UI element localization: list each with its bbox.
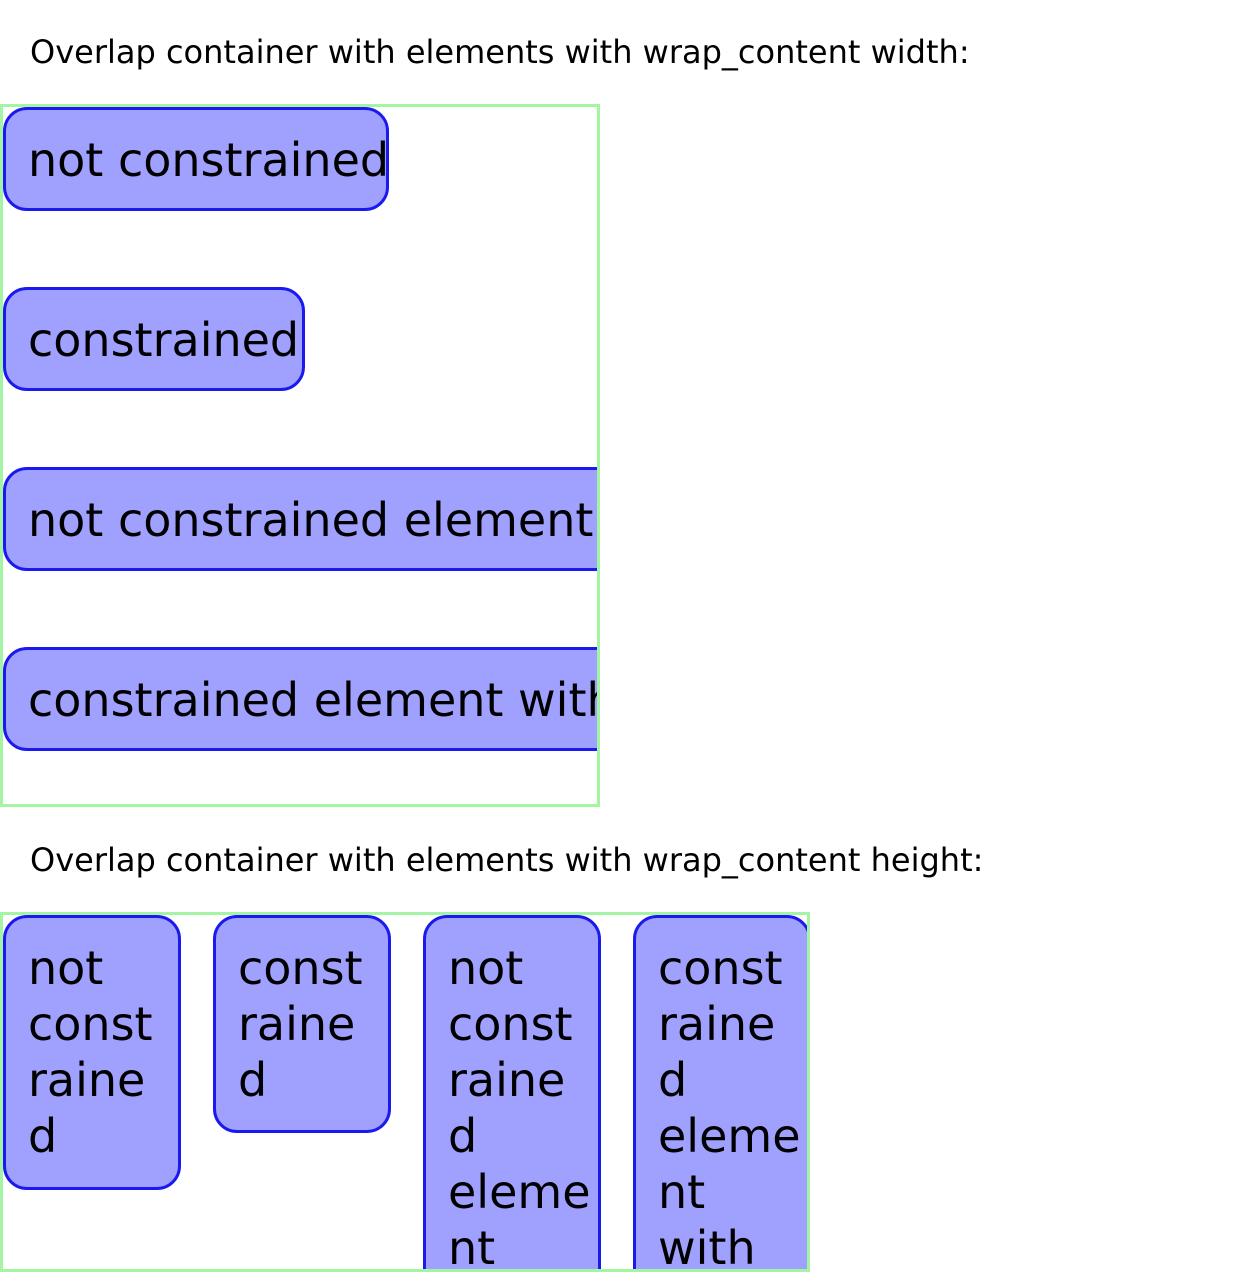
chip-not-constrained: not constrained <box>3 107 389 211</box>
chip-not-constrained-long-vertical: not const raine d eleme nt <box>423 915 601 1269</box>
chip-constrained-long: constrained element with wrap <box>3 647 597 751</box>
chip-constrained-vertical: const raine d <box>213 915 391 1133</box>
chip-not-constrained-long: not constrained element with <box>3 467 597 571</box>
overlap-container-width: not constrained constrained not constrai… <box>0 104 600 807</box>
chip-constrained: constrained <box>3 287 305 391</box>
chip-constrained-long-vertical: const raine d eleme nt with <box>633 915 807 1269</box>
chip-not-constrained-vertical: not const raine d <box>3 915 181 1190</box>
overlap-container-height: not const raine d const raine d not cons… <box>0 912 810 1272</box>
height-section-title: Overlap container with elements with wra… <box>30 841 984 879</box>
width-section-title: Overlap container with elements with wra… <box>30 33 970 71</box>
